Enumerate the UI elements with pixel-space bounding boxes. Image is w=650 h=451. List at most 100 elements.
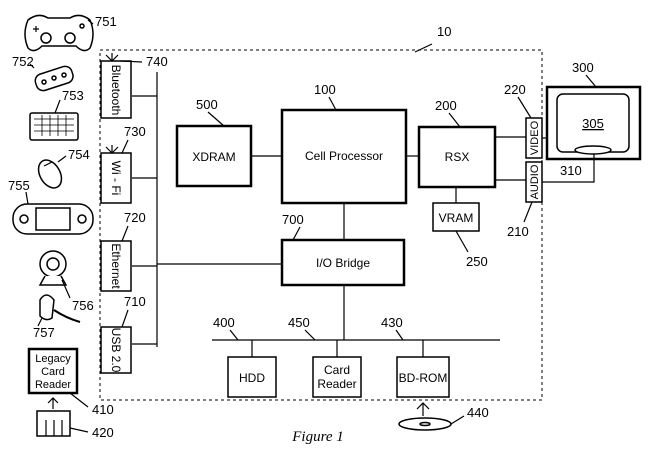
memory-card-insert-arrow-icon <box>47 397 59 409</box>
bluetooth-ref: 740 <box>146 54 168 69</box>
bdrom-ref: 430 <box>381 315 403 330</box>
ethernet-leader <box>121 225 129 242</box>
usb-label: USB 2.0 <box>109 328 123 373</box>
vram-block <box>432 202 480 232</box>
card-reader-label-2: Reader <box>317 377 356 391</box>
xdram-leader <box>207 111 225 127</box>
cell-processor-ref: 100 <box>314 82 336 97</box>
figure-caption: Figure 1 <box>291 429 344 445</box>
headset-leader <box>37 317 43 327</box>
usb-leader <box>121 309 129 328</box>
hdd-ref: 400 <box>213 315 235 330</box>
legacy-card-reader-block <box>27 347 79 395</box>
wifi-label: Wi - Fi <box>109 161 123 196</box>
camera-leader <box>61 279 71 299</box>
wifi-module <box>100 152 132 204</box>
xdram-ref: 500 <box>196 97 218 112</box>
rsx-block <box>417 125 497 189</box>
hdd-label: HDD <box>239 371 265 385</box>
bdrom-label: BD-ROM <box>399 371 448 385</box>
remote-leader <box>29 63 35 69</box>
wifi-ref: 730 <box>124 124 146 139</box>
remote-ref: 752 <box>12 54 34 69</box>
video-label: VIDEO <box>529 120 541 155</box>
usb-ref: 710 <box>124 294 146 309</box>
display-ref: 300 <box>572 60 594 75</box>
audio-leader <box>523 201 533 223</box>
disc-hole-icon <box>419 421 431 427</box>
mouse-leader <box>57 155 67 163</box>
handheld-ref: 755 <box>8 178 30 193</box>
ethernet-ref: 720 <box>124 210 146 225</box>
remote-icon <box>34 65 74 92</box>
io-bridge-label: I/O Bridge <box>316 256 370 270</box>
cell-processor-block <box>280 108 408 205</box>
io-bridge-block <box>280 238 406 287</box>
legacy-label-1: Legacy <box>35 353 71 365</box>
legacy-ref: 410 <box>92 402 114 417</box>
gamepad-leader <box>87 19 94 25</box>
xdram-block <box>175 124 253 188</box>
hdd-leader <box>229 329 239 341</box>
handheld-leader <box>25 191 29 205</box>
hdd-block <box>227 356 277 398</box>
wifi-antenna-icon <box>105 145 119 154</box>
mouse-ref: 754 <box>68 147 90 162</box>
video-ref: 220 <box>504 82 526 97</box>
bluetooth-module <box>100 60 132 119</box>
card-reader-block <box>312 356 362 398</box>
memory-card-ref: 420 <box>92 425 114 440</box>
ethernet-module <box>100 240 132 292</box>
bluetooth-leader <box>119 60 143 63</box>
audio-speaker-link <box>542 154 595 183</box>
disc-ref: 440 <box>467 405 489 420</box>
usb-module <box>100 326 132 374</box>
screen-ref: 305 <box>582 116 604 131</box>
card-reader-label-1: Card <box>324 363 350 377</box>
vram-ref: 250 <box>466 254 488 269</box>
rsx-leader <box>448 112 461 128</box>
rsx-ref: 200 <box>435 98 457 113</box>
bdrom-leader <box>395 329 404 341</box>
keyboard-leader <box>54 99 61 114</box>
audio-ref: 210 <box>507 224 529 239</box>
wifi-leader <box>121 139 129 154</box>
ethernet-label: Ethernet <box>109 243 123 289</box>
card-reader-ref: 450 <box>288 315 310 330</box>
gamepad-ref: 751 <box>95 14 117 29</box>
system-leader <box>414 43 433 53</box>
audio-label: AUDIO <box>529 164 541 199</box>
camera-ref: 756 <box>72 298 94 313</box>
gamepad-icon <box>24 14 94 52</box>
video-leader <box>517 96 532 119</box>
bluetooth-antenna-icon <box>105 53 119 62</box>
memory-card-leader <box>69 427 89 433</box>
keyboard-ref: 753 <box>62 88 84 103</box>
legacy-label-3: Reader <box>35 379 71 391</box>
system-ref: 10 <box>437 24 451 39</box>
vram-leader <box>455 230 469 253</box>
mouse-icon <box>37 159 63 189</box>
keyboard-icon <box>29 112 79 141</box>
bluetooth-label: Bluetooth <box>109 65 123 116</box>
display-leader <box>585 74 597 88</box>
bdrom-block <box>396 356 450 398</box>
disc-leader <box>450 415 465 425</box>
headset-icon <box>39 294 81 323</box>
speaker-ref: 310 <box>560 163 582 178</box>
card-reader-leader <box>304 329 316 341</box>
xdram-label: XDRAM <box>192 150 235 164</box>
rsx-label: RSX <box>445 150 470 164</box>
speaker-icon <box>574 145 612 155</box>
legacy-leader <box>69 392 89 408</box>
io-bridge-leader <box>292 226 301 241</box>
io-bridge-ref: 700 <box>282 212 304 227</box>
disc-insert-arrow-icon <box>416 402 430 416</box>
vram-label: VRAM <box>439 211 474 225</box>
cell-processor-label: Cell Processor <box>305 149 383 163</box>
cell-processor-leader <box>328 96 337 111</box>
legacy-label-2: Card <box>41 366 65 378</box>
handheld-icon <box>12 203 94 235</box>
